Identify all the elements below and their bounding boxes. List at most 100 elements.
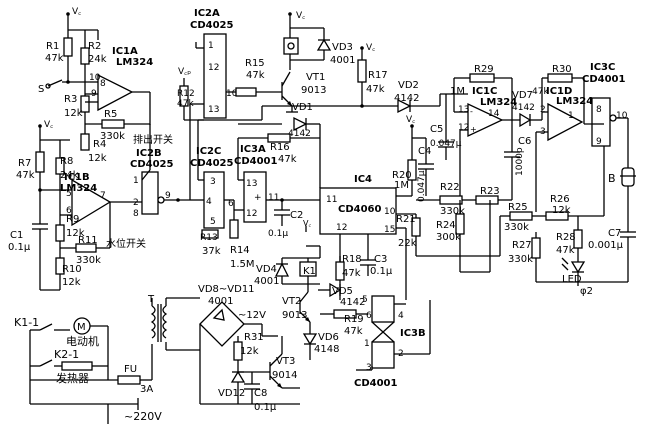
r10-label: R10 [62,264,82,275]
r11-label: R11 [78,235,98,246]
k2-1-label: K2-1 [54,348,79,361]
r3-value: 12k [64,108,83,119]
diode-vd6 [302,333,318,346]
pin-ic2b-1: 1 [133,176,139,186]
ic3a-sum-sign: + [254,193,262,203]
pin-ic3c-10: 10 [616,111,628,121]
ic2a-gate: IC2A CD4025 1 12 13 10 V꜀ₚ R12 47k R15 4… [177,8,282,200]
pin-ic3a-12: 12 [246,209,257,219]
bridge-type: 4001 [208,296,233,307]
vd7-label: VD7 [512,90,533,101]
r18-value: 47k [342,268,361,279]
r18-label: R18 [342,254,362,265]
r31-value: 12k [240,346,259,357]
drain-switch-label: 排出开关 [133,133,173,146]
r26-label: R26 [550,194,570,205]
pin-ic1a-8: 8 [100,79,106,89]
diode-vd2 [397,98,412,114]
resistor-r1 [63,37,73,57]
vc-top-label: V꜀ [72,7,81,17]
ic1b-section: V꜀ R7 47k C1 0.1μ R8 24k 5 6 7 IC1B LM32… [8,120,146,291]
vd4-label: VD4 [256,264,277,275]
r25-label: R25 [508,202,528,213]
r19-value: 47k [344,326,363,337]
vcp-label: V꜀ₚ [178,67,191,77]
r24-value: 300k [436,232,461,243]
ic1a-type: LM324 [116,57,153,68]
vd4-type: 4001 [254,276,279,287]
ic4-type: CD4060 [338,204,382,215]
pin-ic2c-6: 6 [228,199,234,209]
r27-value: 330k [508,254,533,265]
r9-value: 12k [66,228,85,239]
ic2b-type: CD4025 [130,159,174,170]
resistor-r16 [267,133,291,143]
r8-label: R8 [60,156,73,167]
counter-ic4 [319,187,397,235]
ic1c-minus: - [470,107,473,116]
resistor-r30 [547,73,573,83]
vd6-label: VD6 [318,332,339,343]
switch-s-label: S [38,84,44,95]
osc-network: V꜀ R20 1M C4 0.047μ R21 22k [392,115,434,256]
r2-value: 24k [88,54,107,65]
k1-1-label: K1-1 [14,316,39,329]
vd7-type: 4142 [512,103,535,113]
vd12-label: VD12 [218,388,245,399]
pin-ic4-11: 11 [326,195,337,205]
c3-label: C3 [374,254,387,265]
pin-ic3b-1: 1 [364,339,370,349]
ic3c-label: IC3C [590,62,615,73]
resistor-r23 [475,195,499,205]
opamp-ic1c [467,102,504,138]
pin-ic3b-5: 5 [362,295,368,305]
vd3-label: VD3 [332,42,353,53]
r29-label: R29 [474,64,494,75]
fuse-label: FU [124,364,137,375]
led-indicator [570,261,586,274]
pin-ic2b-8: 8 [133,209,139,219]
r15-value: 47k [246,70,265,81]
vc-vt1-label: V꜀ [296,11,305,21]
heater-label: 发热器 [56,371,89,385]
motor-label: 电动机 [66,334,99,348]
resistor-r22 [439,195,463,205]
ic1d-label: IC1D [546,86,572,97]
ic3a-label: IC3A [240,144,266,155]
k1-label: K1 [303,266,316,277]
pin-ic1d-1: 1 [568,111,574,121]
vt2-type: 9013 [282,310,307,321]
ic3c-buzzer-stage: IC3C CD4001 8 9 10 B C7 0.001μ [536,62,636,283]
c8-value: 0.1μ [254,402,277,413]
ic3c-type: CD4001 [582,74,626,85]
opamp-ic1b [71,178,112,227]
r22-label: R22 [440,182,460,193]
pin-ic1c-13: 13 [458,105,469,115]
pin-ic1b-6: 6 [66,206,72,216]
r31-label: R31 [244,332,264,343]
ic1d-type: LM324 [556,96,593,107]
ic1b-type: LM324 [60,183,97,194]
resistor-r15 [235,87,257,97]
pin-ic3a-13: 13 [246,179,257,189]
ic1c-type: LM324 [480,97,517,108]
diode-vd5 [329,282,342,298]
ic2a-label: IC2A [194,8,220,19]
opamp-ic1a [97,73,134,112]
vc-osc-label: V꜀ [406,115,415,125]
ic2c-ic3a-stage: IC2C CD4025 3 4 5 6 R13 37k R14 1.5M IC3… [190,102,321,270]
nor-gate-ic2b [141,171,159,215]
led-label: LED [562,274,582,285]
c1-label: C1 [10,230,23,241]
ic2c-type: CD4025 [190,158,234,169]
r10-value: 12k [62,277,81,288]
nor-gate-ic3b-upper [371,295,395,323]
pin-ic2a-12: 12 [208,63,219,73]
pin-ic1a-9: 9 [91,89,97,99]
c6-label: C6 [518,136,531,147]
pin-ic3c-9: 9 [596,137,602,147]
r7-label: R7 [18,158,31,169]
vt1-stage: V꜀ VD3 4001 VT1 9013 [281,11,355,113]
fuse-fu [117,375,141,385]
